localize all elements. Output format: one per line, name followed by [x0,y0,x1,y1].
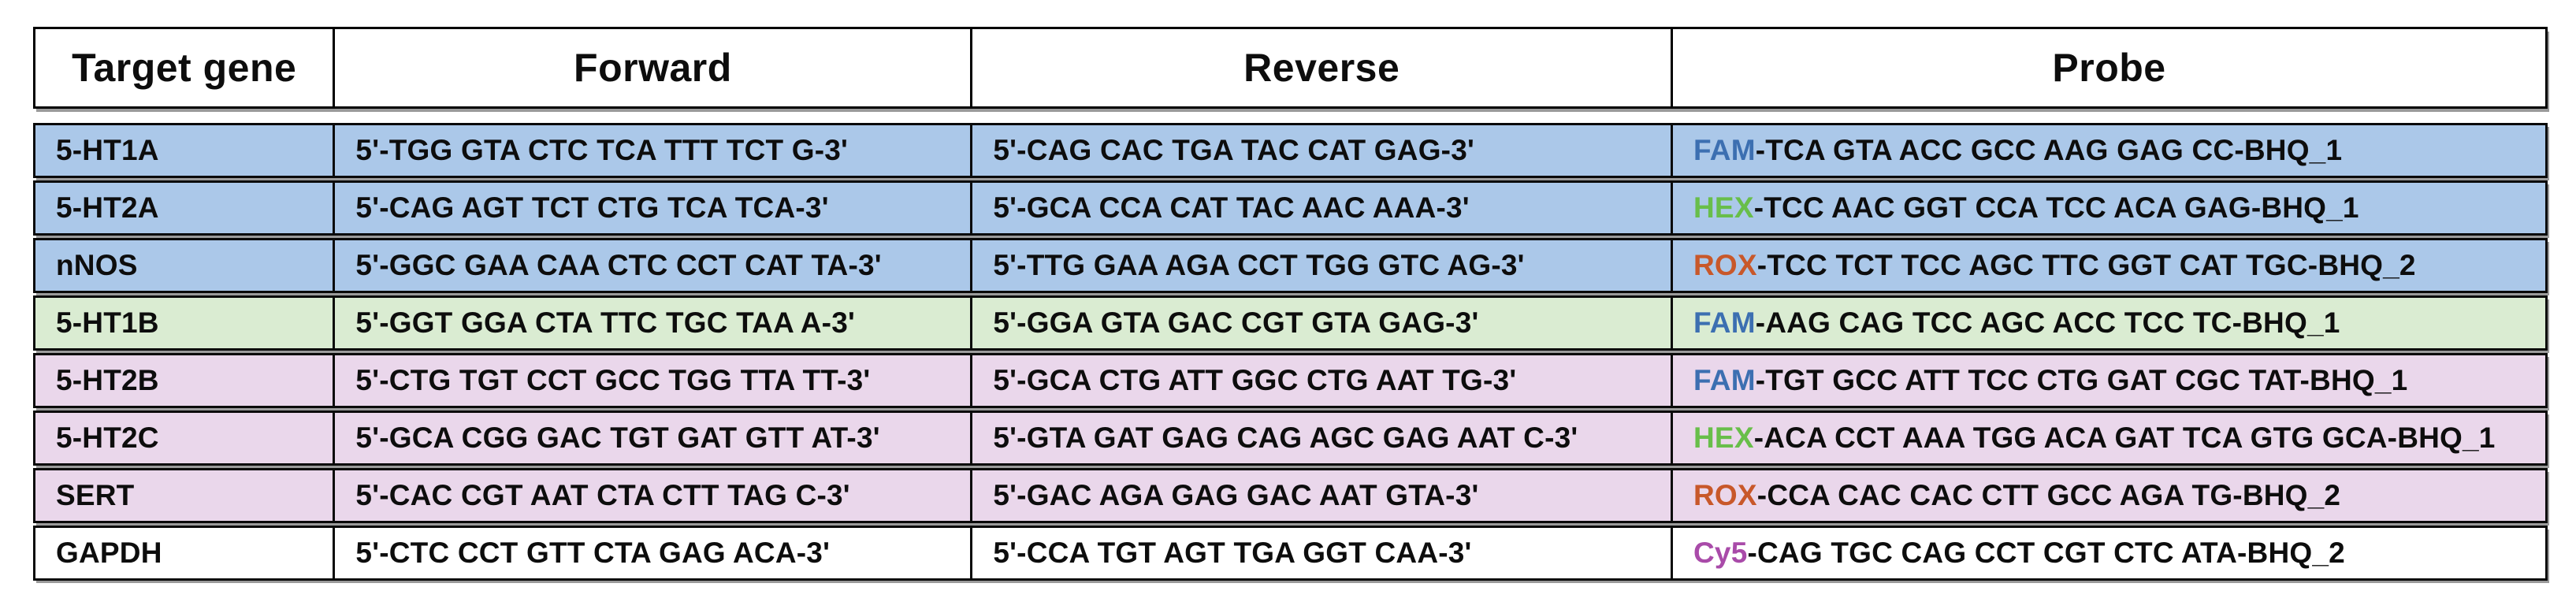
target-gene-cell: 5-HT2C [56,422,159,454]
reverse-primer-cell: 5'-CAG CAC TGA TAC CAT GAG-3' [970,125,1671,176]
reverse-primer-cell: 5'-CCA TGT AGT TGA GGT CAA-3' [970,528,1671,578]
probe-sequence: -TGT GCC ATT TCC CTG GAT CGC TAT-BHQ_1 [1755,364,2408,396]
table-row-sert: SERT 5'-CAC CGT AAT CTA CTT TAG C-3' 5'-… [33,468,2548,523]
header-probe: Probe [1671,29,2545,106]
table-row-5ht2a: 5-HT2A 5'-CAG AGT TCT CTG TCA TCA-3' 5'-… [33,180,2548,236]
probe-dye-label: HEX [1693,422,1754,454]
target-gene-cell: 5-HT2B [56,364,159,396]
target-gene-cell: 5-HT1A [56,134,159,166]
target-gene-cell: GAPDH [56,537,162,569]
primer-probe-table: Target gene Forward Reverse Probe 5-HT1A… [33,27,2548,583]
probe-dye-label: ROX [1693,249,1757,281]
reverse-primer-cell: 5'-GCA CCA CAT TAC AAC AAA-3' [970,183,1671,233]
table-row-5ht2b: 5-HT2B 5'-CTG TGT CCT GCC TGG TTA TT-3' … [33,353,2548,408]
probe-sequence: -AAG CAG TCC AGC ACC TCC TC-BHQ_1 [1755,306,2340,339]
probe-cell: Cy5-CAG TGC CAG CCT CGT CTC ATA-BHQ_2 [1671,528,2545,578]
forward-primer-cell: 5'-GGT GGA CTA TTC TGC TAA A-3' [333,298,970,348]
target-gene-cell: 5-HT1B [56,306,159,339]
probe-dye-label: FAM [1693,306,1756,339]
forward-primer-cell: 5'-GGC GAA CAA CTC CCT CAT TA-3' [333,240,970,291]
target-gene-cell: SERT [56,479,135,511]
header-forward: Forward [333,29,970,106]
probe-cell: FAM-AAG CAG TCC AGC ACC TCC TC-BHQ_1 [1671,298,2545,348]
probe-cell: FAM-TGT GCC ATT TCC CTG GAT CGC TAT-BHQ_… [1671,355,2545,406]
probe-dye-label: FAM [1693,364,1756,396]
probe-sequence: -TCA GTA ACC GCC AAG GAG CC-BHQ_1 [1755,134,2343,166]
forward-primer-cell: 5'-TGG GTA CTC TCA TTT TCT G-3' [333,125,970,176]
header-target-gene: Target gene [72,46,297,90]
probe-sequence: -CCA CAC CAC CTT GCC AGA TG-BHQ_2 [1756,479,2341,511]
probe-cell: HEX-TCC AAC GGT CCA TCC ACA GAG-BHQ_1 [1671,183,2545,233]
table-row-5ht1b: 5-HT1B 5'-GGT GGA CTA TTC TGC TAA A-3' 5… [33,295,2548,351]
reverse-primer-cell: 5'-GCA CTG ATT GGC CTG AAT TG-3' [970,355,1671,406]
probe-dye-label: ROX [1693,479,1757,511]
forward-primer-cell: 5'-GCA CGG GAC TGT GAT GTT AT-3' [333,413,970,463]
probe-cell: HEX-ACA CCT AAA TGG ACA GAT TCA GTG GCA-… [1671,413,2545,463]
table-row-5ht2c: 5-HT2C 5'-GCA CGG GAC TGT GAT GTT AT-3' … [33,411,2548,466]
forward-primer-cell: 5'-CTC CCT GTT CTA GAG ACA-3' [333,528,970,578]
table-row-gapdh: GAPDH 5'-CTC CCT GTT CTA GAG ACA-3' 5'-C… [33,526,2548,581]
table-header-row: Target gene Forward Reverse Probe [33,27,2548,109]
probe-sequence: -ACA CCT AAA TGG ACA GAT TCA GTG GCA-BHQ… [1753,422,2496,454]
reverse-primer-cell: 5'-GAC AGA GAG GAC AAT GTA-3' [970,470,1671,521]
probe-cell: FAM-TCA GTA ACC GCC AAG GAG CC-BHQ_1 [1671,125,2545,176]
probe-sequence: -TCC AAC GGT CCA TCC ACA GAG-BHQ_1 [1753,191,2359,224]
table-row-nnos: nNOS 5'-GGC GAA CAA CTC CCT CAT TA-3' 5'… [33,238,2548,293]
table-body: 5-HT1A 5'-TGG GTA CTC TCA TTT TCT G-3' 5… [33,123,2548,581]
forward-primer-cell: 5'-CAC CGT AAT CTA CTT TAG C-3' [333,470,970,521]
probe-cell: ROX-TCC TCT TCC AGC TTC GGT CAT TGC-BHQ_… [1671,240,2545,291]
target-gene-cell: 5-HT2A [56,191,159,224]
reverse-primer-cell: 5'-GTA GAT GAG CAG AGC GAG AAT C-3' [970,413,1671,463]
probe-dye-label: HEX [1693,191,1754,224]
forward-primer-cell: 5'-CTG TGT CCT GCC TGG TTA TT-3' [333,355,970,406]
probe-sequence: -TCC TCT TCC AGC TTC GGT CAT TGC-BHQ_2 [1756,249,2416,281]
reverse-primer-cell: 5'-TTG GAA AGA CCT TGG GTC AG-3' [970,240,1671,291]
reverse-primer-cell: 5'-GGA GTA GAC CGT GTA GAG-3' [970,298,1671,348]
probe-dye-label: Cy5 [1693,537,1748,569]
probe-sequence: -CAG TGC CAG CCT CGT CTC ATA-BHQ_2 [1747,537,2345,569]
header-reverse: Reverse [970,29,1671,106]
table-row-5ht1a: 5-HT1A 5'-TGG GTA CTC TCA TTT TCT G-3' 5… [33,123,2548,178]
target-gene-cell: nNOS [56,249,138,281]
probe-cell: ROX-CCA CAC CAC CTT GCC AGA TG-BHQ_2 [1671,470,2545,521]
probe-dye-label: FAM [1693,134,1756,166]
forward-primer-cell: 5'-CAG AGT TCT CTG TCA TCA-3' [333,183,970,233]
